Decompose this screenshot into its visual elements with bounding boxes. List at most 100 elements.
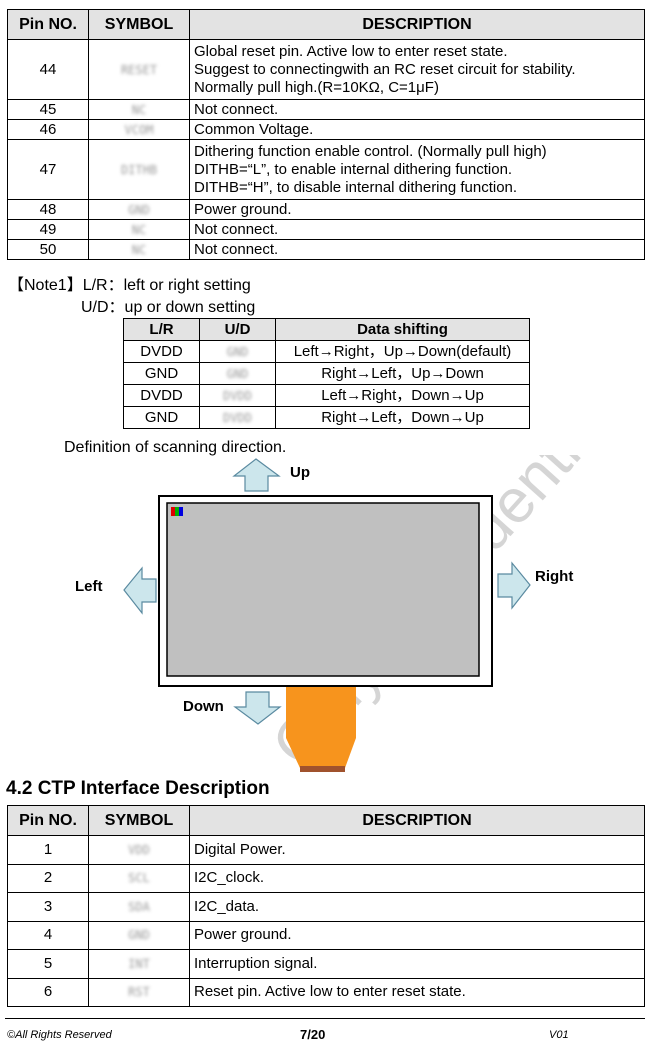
table-row: 6 RST Reset pin. Active low to enter res…	[7, 977, 645, 1007]
symbol-text: SDA	[128, 899, 150, 914]
header-description: DESCRIPTION	[189, 805, 645, 836]
shift-value: Right→Left，Up→Down	[275, 362, 530, 385]
footer-divider	[5, 1018, 645, 1019]
scan-direction-diagram: Only Confidential	[123, 455, 626, 779]
pixel-blue	[179, 507, 183, 516]
table-row: DVDD DVDD Left→Right，Down→Up	[123, 384, 530, 407]
table-row: DVDD GND Left→Right，Up→Down(default)	[123, 340, 530, 363]
label-right: Right	[535, 568, 574, 585]
ud-value: GND	[226, 344, 249, 359]
pin-number: 1	[7, 835, 89, 865]
description-line: DITHB=“L”, to enable internal dithering …	[194, 160, 513, 178]
table-row: 4 GND Power ground.	[7, 920, 645, 950]
pixel-green	[175, 507, 179, 516]
data-shifting-table: L/R U/D Data shifting DVDD GND Left→Righ…	[123, 318, 530, 429]
symbol-text: NC	[131, 242, 147, 257]
header-symbol: SYMBOL	[88, 805, 190, 836]
pixel-red	[171, 507, 175, 516]
ud-cell: DVDD	[199, 406, 276, 429]
pin-number: 6	[7, 977, 89, 1007]
symbol-text: INT	[128, 956, 150, 971]
table-row: 5 INT Interruption signal.	[7, 949, 645, 979]
ud-value: DVDD	[223, 410, 252, 425]
shift-value: Left→Right，Up→Down(default)	[275, 340, 530, 363]
symbol-text: RST	[128, 985, 150, 1000]
lr-value: GND	[123, 362, 200, 385]
shift-table-header: L/R U/D Data shifting	[123, 318, 530, 341]
symbol-text: DITHB	[120, 162, 158, 177]
page-number: 7/20	[300, 1027, 326, 1042]
header-ud: U/D	[199, 318, 276, 341]
header-data-shifting: Data shifting	[275, 318, 530, 341]
pin-number: 5	[7, 949, 89, 979]
table-row: 48 GND Power ground.	[7, 199, 645, 220]
table-row: 45 NC Not connect.	[7, 99, 645, 120]
note-ud: U/D：up or down setting	[81, 299, 256, 316]
symbol-text: RESET	[120, 62, 158, 77]
label-up: Up	[290, 464, 310, 481]
table-row: GND GND Right→Left，Up→Down	[123, 362, 530, 385]
description-cell: Not connect.	[189, 239, 645, 260]
left-arrow-icon	[123, 566, 157, 615]
lr-value: DVDD	[123, 340, 200, 363]
table-row: 49 NC Not connect.	[7, 219, 645, 240]
description-cell: Power ground.	[189, 920, 645, 950]
symbol-cell: VCOM	[88, 119, 190, 140]
pin-number: 46	[7, 119, 89, 140]
section-title: 4.2 CTP Interface Description	[6, 778, 270, 799]
header-description: DESCRIPTION	[189, 9, 645, 40]
symbol-cell: NC	[88, 239, 190, 260]
header-pin: Pin NO.	[7, 9, 89, 40]
table-row: 2 SCL I2C_clock.	[7, 863, 645, 893]
fpc-tail	[286, 686, 356, 738]
table-row: 46 VCOM Common Voltage.	[7, 119, 645, 140]
description-cell: I2C_data.	[189, 892, 645, 922]
pin-number: 50	[7, 239, 89, 260]
header-pin: Pin NO.	[7, 805, 89, 836]
description-cell: Common Voltage.	[189, 119, 645, 140]
down-arrow-icon	[233, 691, 282, 725]
symbol-cell: NC	[88, 99, 190, 120]
description-cell: Interruption signal.	[189, 949, 645, 979]
scan-direction-title: Definition of scanning direction.	[64, 439, 287, 456]
label-left: Left	[75, 578, 103, 595]
description-cell: Not connect.	[189, 219, 645, 240]
pin-number: 2	[7, 863, 89, 893]
symbol-cell: SDA	[88, 892, 190, 922]
ud-cell: GND	[199, 340, 276, 363]
symbol-cell: RESET	[88, 39, 190, 100]
table-row: 50 NC Not connect.	[7, 239, 645, 260]
description-cell: Reset pin. Active low to enter reset sta…	[189, 977, 645, 1007]
header-symbol: SYMBOL	[88, 9, 190, 40]
description-line: Global reset pin. Active low to enter re…	[194, 42, 508, 60]
ud-cell: GND	[199, 362, 276, 385]
description-cell: I2C_clock.	[189, 863, 645, 893]
description-cell: Not connect.	[189, 99, 645, 120]
description-cell: Digital Power.	[189, 835, 645, 865]
pin-number: 44	[7, 39, 89, 100]
up-arrow-icon	[232, 458, 281, 492]
table-row: 47 DITHB Dithering function enable contr…	[7, 139, 645, 200]
symbol-cell: GND	[88, 920, 190, 950]
shift-value: Left→Right，Down→Up	[275, 384, 530, 407]
fpc-neck	[286, 738, 356, 768]
pin-number: 47	[7, 139, 89, 200]
description-cell: Power ground.	[189, 199, 645, 220]
pin-number: 3	[7, 892, 89, 922]
lr-value: DVDD	[123, 384, 200, 407]
table-row: 3 SDA I2C_data.	[7, 892, 645, 922]
symbol-cell: RST	[88, 977, 190, 1007]
symbol-text: VDD	[128, 842, 150, 857]
description-cell: Global reset pin. Active low to enter re…	[189, 39, 645, 100]
ud-value: DVDD	[223, 388, 252, 403]
header-lr: L/R	[123, 318, 200, 341]
display-screen	[166, 502, 480, 677]
ctp-table-header: Pin NO. SYMBOL DESCRIPTION	[7, 805, 645, 836]
table-row: 1 VDD Digital Power.	[7, 835, 645, 865]
label-down: Down	[183, 698, 224, 715]
symbol-text: GND	[128, 202, 150, 217]
ud-value: GND	[226, 366, 249, 381]
footer-version: V01	[549, 1029, 569, 1041]
pin-table-header: Pin NO. SYMBOL DESCRIPTION	[7, 9, 645, 40]
description-line: Suggest to connectingwith an RC reset ci…	[194, 60, 576, 78]
